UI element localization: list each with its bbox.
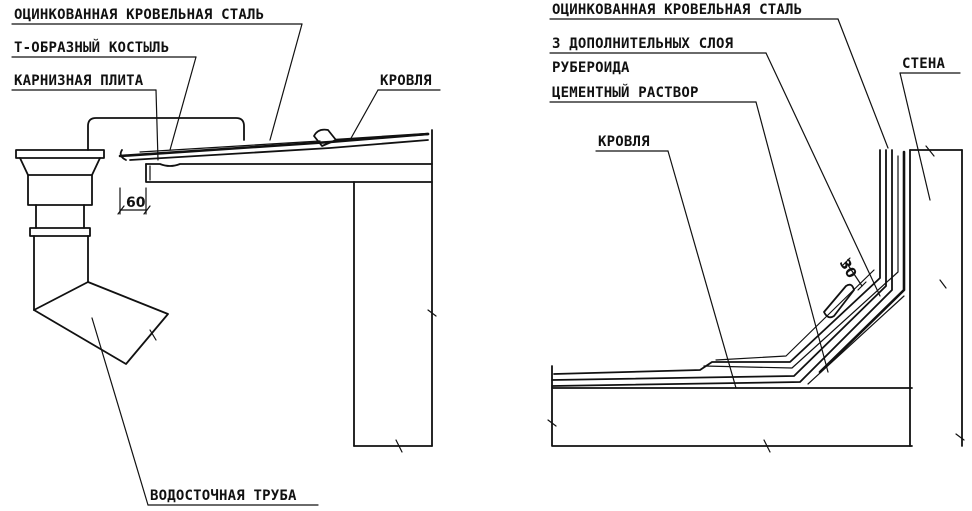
roof-layer-1 <box>551 149 893 387</box>
gutter-bowl <box>19 157 101 176</box>
right-detail: ОЦИНКОВАННАЯ КРОВЕЛЬНАЯ СТАЛЬ 3 ДОПОЛНИТ… <box>547 2 965 453</box>
left-leader-bracket <box>169 56 197 151</box>
right-label-ruberoid: РУБЕРОИДА <box>552 60 630 76</box>
right-label-wall: СТЕНА <box>902 56 946 72</box>
wall-inner-mark <box>939 279 947 289</box>
right-base-slab-outline <box>551 365 913 447</box>
right-slab-break-marks <box>547 419 771 453</box>
pipe-elbow-seam <box>33 281 89 311</box>
pipe-upper <box>35 204 85 229</box>
gutter-rim <box>15 149 105 159</box>
flashing-fastener <box>823 283 855 319</box>
pipe-collar <box>29 227 91 237</box>
left-leader-roof <box>349 89 379 141</box>
roof-fastening <box>313 128 337 147</box>
left-label-galvanized-steel: ОЦИНКОВАННАЯ КРОВЕЛЬНАЯ СТАЛЬ <box>14 7 264 23</box>
dimension-30-ticks <box>841 257 867 291</box>
right-label-galvanized-steel: ОЦИНКОВАННАЯ КРОВЕЛЬНАЯ СТАЛЬ <box>552 2 802 18</box>
left-label-t-bracket: Т-ОБРАЗНЫЙ КОСТЫЛЬ <box>14 39 169 56</box>
galvanized-steel-flashing <box>818 150 906 374</box>
left-roof-thick <box>334 132 430 142</box>
left-column-break-marks <box>395 309 437 453</box>
left-label-eave-slab: КАРНИЗНАЯ ПЛИТА <box>14 73 144 89</box>
pipe-elbow <box>33 281 169 365</box>
roof-layer-2 <box>551 149 887 381</box>
roof-layer-4 <box>703 155 899 369</box>
roof-layer-3 <box>553 149 881 375</box>
eave-slab-outline <box>145 163 433 183</box>
left-dimension-60: 60 <box>126 195 146 211</box>
right-label-additional-layers: 3 ДОПОЛНИТЕЛЬНЫХ СЛОЯ <box>552 36 733 52</box>
left-label-downpipe: ВОДОСТОЧНАЯ ТРУБА <box>150 488 297 504</box>
eave-slab-top <box>145 163 433 167</box>
funnel-neck <box>27 174 93 206</box>
left-detail: ОЦИНКОВАННАЯ КРОВЕЛЬНАЯ СТАЛЬ Т-ОБРАЗНЫЙ… <box>11 7 441 506</box>
left-leader-slab <box>155 89 159 161</box>
right-leader-roof <box>667 150 737 389</box>
left-leader-pipe <box>91 317 149 506</box>
right-leader-steel <box>837 18 889 149</box>
right-label-cement-mortar: ЦЕМЕНТНЫЙ РАСТВОР <box>552 84 699 101</box>
left-label-roof: КРОВЛЯ <box>380 73 432 89</box>
pipe-body <box>33 235 89 311</box>
right-leader-layers <box>765 52 881 297</box>
left-leader-steel <box>269 23 303 141</box>
right-label-roof: КРОВЛЯ <box>598 134 650 150</box>
wall-break-marks <box>925 145 965 441</box>
roof-layer-5 <box>715 269 875 361</box>
right-leader-wall <box>899 72 931 201</box>
gutter-hook-strap <box>87 117 245 151</box>
left-bracket-line <box>139 140 321 153</box>
cement-mortar-fillet <box>807 295 905 385</box>
right-leader-mortar <box>755 101 829 373</box>
pipe-break-mark <box>149 329 157 341</box>
dimension-30-line <box>845 261 863 287</box>
left-roof-layer <box>129 139 429 161</box>
dimension-60-ticks <box>117 205 151 215</box>
